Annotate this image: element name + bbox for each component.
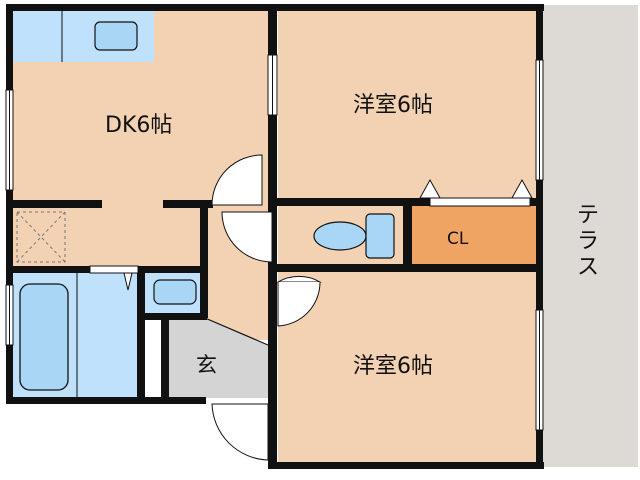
laundry-pan	[12, 205, 70, 267]
closet-area	[410, 205, 536, 265]
laundry-cross-icon	[16, 211, 66, 263]
sliding-door-upper	[267, 54, 278, 116]
window-right-upper	[535, 59, 544, 181]
window-left-upper	[5, 89, 14, 191]
toilet-bowl-icon	[313, 221, 367, 251]
western-room-lower-floor	[278, 272, 536, 467]
toilet-tank-icon	[365, 213, 395, 259]
terrace-label-char-3: ス	[577, 255, 599, 280]
terrace-label: テ ラ ス	[577, 203, 599, 280]
entrance-floor	[168, 318, 268, 398]
western-room-upper-floor	[278, 10, 536, 200]
window-right-lower	[535, 309, 544, 431]
western-room-upper-label: 洋室6帖	[353, 93, 433, 118]
terrace-label-char-2: ラ	[577, 229, 599, 254]
entrance-label: 玄	[196, 353, 217, 377]
washbasin-icon	[153, 279, 197, 305]
door-swings	[89, 154, 322, 461]
closet-label: CL	[447, 229, 469, 249]
western-room-lower-label: 洋室6帖	[353, 354, 433, 379]
kitchen-sink-icon	[94, 21, 138, 51]
terrace-area	[540, 5, 638, 467]
terrace-label-char-1: テ	[577, 203, 599, 228]
closet-door	[419, 178, 533, 207]
window-left-lower	[5, 284, 14, 346]
bathtub-icon	[19, 283, 69, 391]
dk-room-label: DK6帖	[105, 113, 172, 138]
